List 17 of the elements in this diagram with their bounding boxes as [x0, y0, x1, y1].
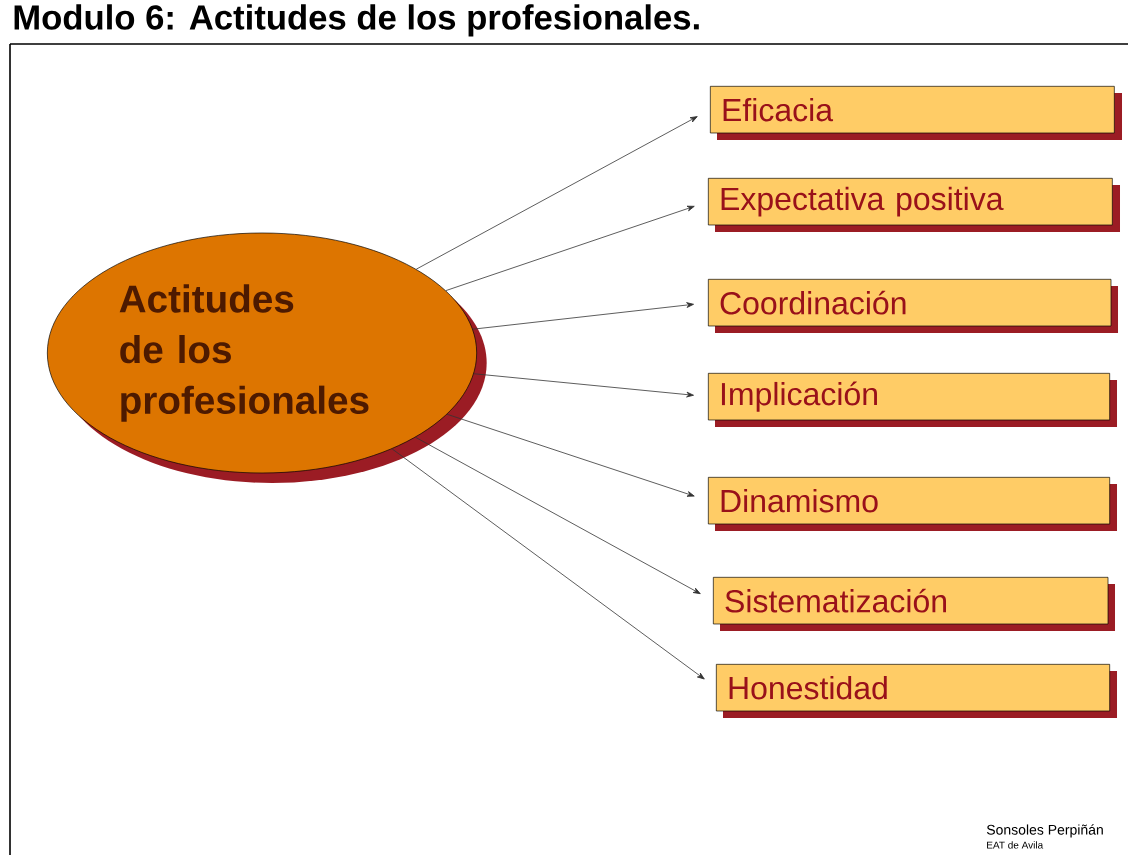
- arrow: [445, 205, 695, 291]
- arrow: [472, 302, 694, 330]
- attitude-box: Honestidad: [716, 664, 1117, 718]
- footer-text: EAT de Avila: [987, 841, 1044, 849]
- title: Modulo 6: Actitudes de los profesionales.: [14, 4, 699, 37]
- arrow: [415, 116, 698, 270]
- attitude-box: Dinamismo: [708, 477, 1117, 531]
- arrow: [391, 448, 705, 680]
- footer-text: Sonsoles Perpiñán: [986, 824, 1103, 838]
- arrow: [415, 436, 701, 595]
- attitude-box: Sistematización: [713, 577, 1115, 631]
- arrow: [473, 373, 694, 398]
- arrow: [446, 413, 695, 497]
- attitude-box: Eficacia: [710, 86, 1122, 140]
- attitude-box: Expectativa positiva: [708, 178, 1120, 232]
- attitude-box: Implicación: [708, 373, 1117, 427]
- attitude-box: Coordinación: [708, 279, 1118, 333]
